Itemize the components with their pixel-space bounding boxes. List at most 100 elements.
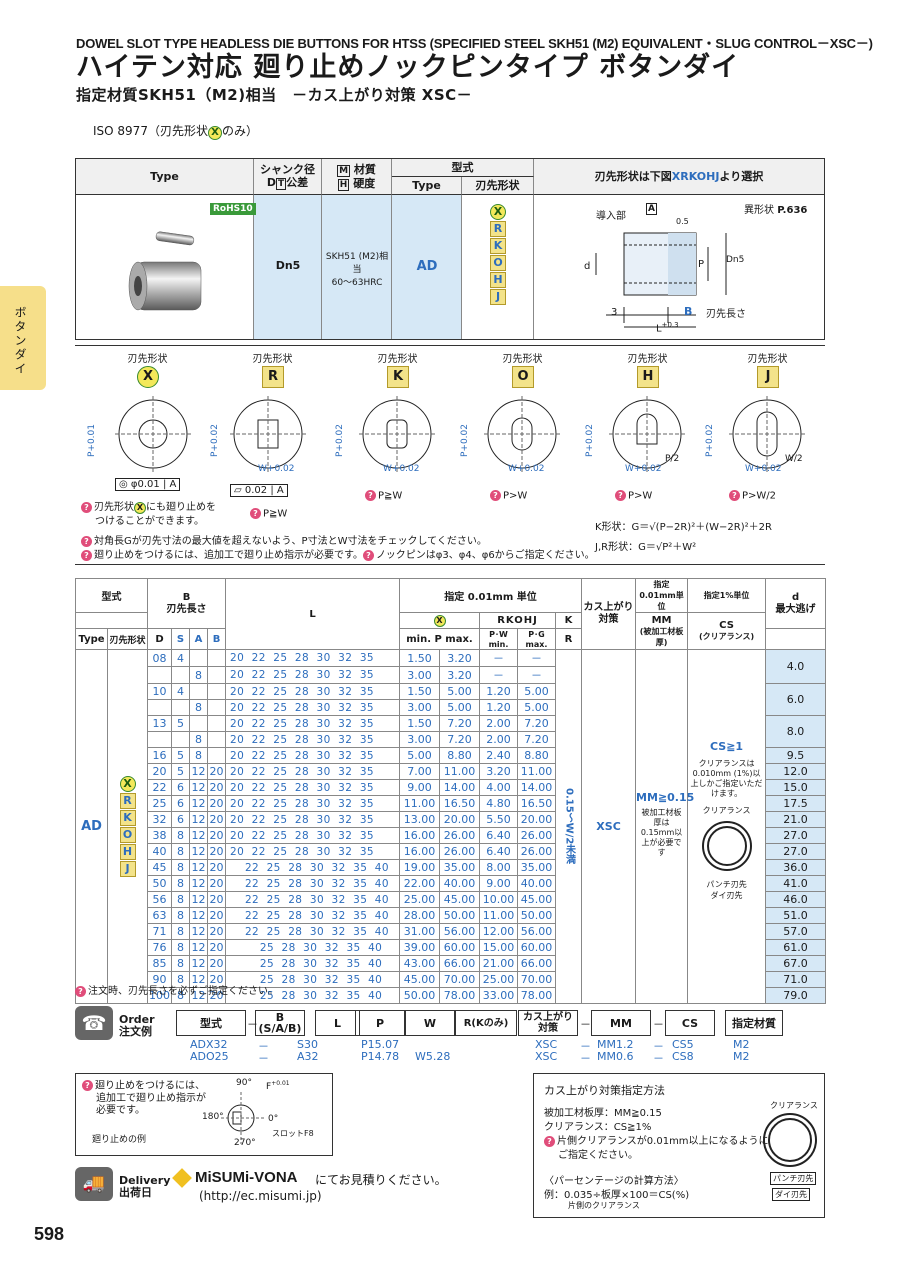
clearance-diagram: [763, 1113, 817, 1167]
shank-value: Dn5: [275, 259, 301, 272]
shape-list: X R K O H J: [462, 203, 534, 306]
note-icon: ?: [81, 501, 92, 513]
shape-o: 刃先形状 O P+0.02 W+0.02 ?P>W: [460, 346, 585, 516]
note-icon: ?: [81, 535, 92, 547]
shape-j-icon: J: [119, 861, 136, 877]
brand-name: MiSUMi-VONA: [195, 1169, 298, 1186]
shape-j-icon: J: [757, 366, 779, 388]
misumi-url[interactable]: (http://ec.misumi.jp): [199, 1189, 322, 1203]
note-icon: ?: [365, 490, 376, 501]
note-icon: ?: [81, 549, 92, 561]
page-header: DOWEL SLOT TYPE HEADLESS DIE BUTTONS FOR…: [76, 33, 873, 105]
material-value: SKH51 (M2)相当 60～63HRC: [325, 252, 389, 288]
h-type: Type: [76, 159, 254, 195]
shape-k: 刃先形状 K P+0.02 W+0.02 ?P≧W: [335, 346, 460, 516]
shape-o-icon: O: [119, 827, 136, 843]
shape-r-icon: R: [262, 366, 284, 388]
note-icon: ?: [82, 1080, 93, 1091]
note-icon: ?: [544, 1135, 555, 1147]
shape-r-drawing: [230, 396, 306, 472]
dimension-diagram: [595, 232, 727, 328]
misumi-logo-icon: [172, 1168, 192, 1188]
shape-x: 刃先形状 X P+0.01 ◎ φ0.01 | A: [85, 346, 210, 516]
note-icon: ?: [615, 490, 626, 501]
shape-h: 刃先形状 H P+0.02 P/2 W+0.02 ?P>W: [585, 346, 710, 516]
shape-o-drawing: [484, 396, 560, 472]
shape-r-icon: R: [119, 793, 136, 809]
shape-r: 刃先形状 R P+0.02 W+0.02 ⏥ 0.02 | A ?P≧W: [210, 346, 335, 520]
phone-icon: ☎: [75, 1006, 113, 1040]
shape-h-icon: H: [490, 272, 506, 288]
note-icon: ?: [363, 549, 374, 561]
side-tab: ボタンダイ: [0, 286, 46, 390]
title-jp: ハイテン対応 廻り止めノックピンタイプ ボタンダイ: [76, 52, 740, 83]
shape-x-icon: X: [137, 366, 159, 388]
h-katashiki: 型式: [392, 159, 534, 177]
kasu-value: XSC: [581, 649, 637, 1004]
shape-k-icon: K: [119, 810, 136, 826]
x-mark-icon: X: [207, 126, 222, 140]
shape-k-icon: K: [490, 238, 506, 254]
shape-x-drawing: [115, 396, 191, 472]
note-icon: ?: [250, 508, 261, 519]
type-cell: AD: [75, 649, 108, 1004]
truck-icon: 🚚: [75, 1167, 113, 1201]
shape-k-drawing: [359, 396, 435, 472]
shape-h-icon: H: [119, 844, 136, 860]
shape-j: 刃先形状 J P+0.02 W+0.02 W/2 ?P>W/2: [705, 346, 830, 516]
note-icon: ?: [729, 490, 740, 501]
note-icon: ?: [75, 985, 86, 997]
shape-j-drawing: [729, 396, 805, 472]
rotation-stop-box: ?廻り止めをつけるには、 追加工で廻り止め指示が 必要です。 廻り止めの例 90…: [75, 1073, 333, 1156]
note-icon: ?: [490, 490, 501, 501]
shape-o-icon: O: [512, 366, 534, 388]
shape-x-icon: X: [490, 204, 506, 220]
r-range: 0.15～W/2未満: [554, 649, 583, 1004]
shape-j-icon: J: [490, 289, 506, 305]
shape-h-drawing: [609, 396, 685, 472]
shape-h-icon: H: [637, 366, 659, 388]
shape-o-icon: O: [490, 255, 506, 271]
shape-r-icon: R: [490, 221, 506, 237]
product-image: [128, 231, 202, 311]
subtitle-jp: 指定材質SKH51（M2)相当 －カス上がり対策 XSC－: [76, 86, 473, 104]
shape-diagrams: 刃先形状 X P+0.01 ◎ φ0.01 | A 刃先形状 R P+0.02 …: [75, 345, 825, 565]
type-value: AD: [416, 259, 438, 274]
h-material: M 材質 H 硬度: [322, 159, 392, 195]
clearance-ring: [701, 821, 752, 871]
shape-k-icon: K: [387, 366, 409, 388]
shape-x-icon: X: [119, 776, 136, 792]
rohs-badge: RoHS10: [210, 203, 256, 215]
rotation-diagram: [221, 1092, 266, 1144]
page-number: 598: [34, 1224, 65, 1244]
